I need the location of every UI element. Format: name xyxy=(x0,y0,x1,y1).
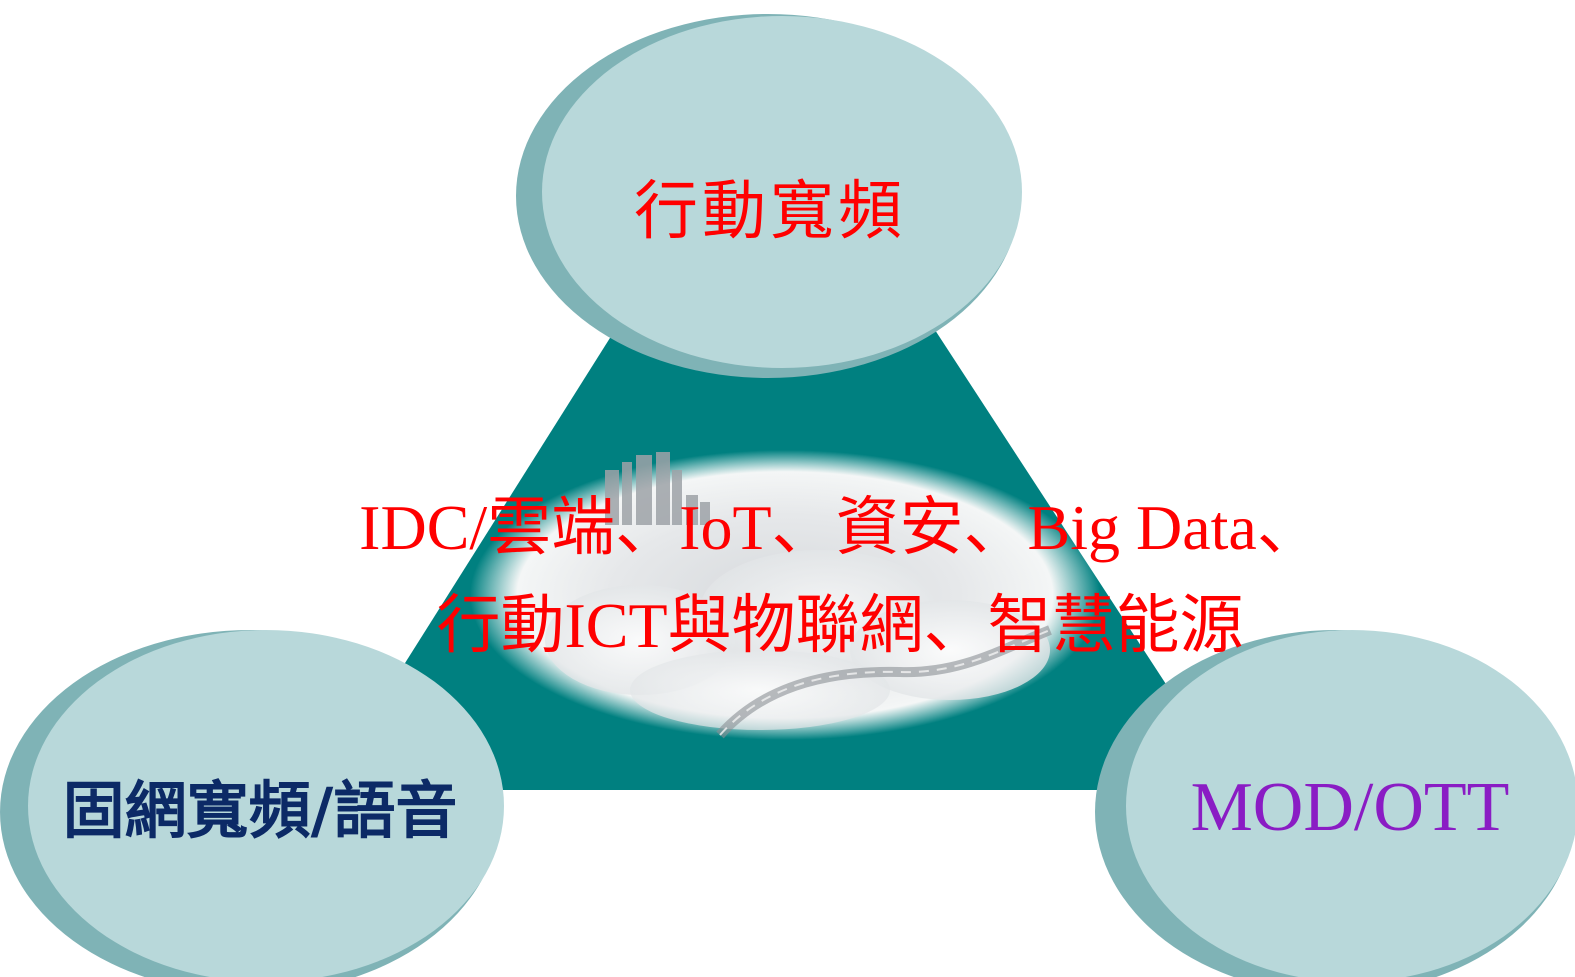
left-circle xyxy=(0,630,504,977)
top-circle xyxy=(516,14,1022,378)
top-node-label: 行動寬頻 xyxy=(634,175,906,249)
cloud-city-image xyxy=(470,450,1100,740)
center-label-line-2: 行動ICT與物聯網、智慧能源 xyxy=(436,590,1244,661)
right-node-label: MOD/OTT xyxy=(1190,769,1510,846)
center-label-line-1: IDC/雲端、IoT、資安、Big Data、 xyxy=(359,492,1321,563)
right-circle xyxy=(1095,630,1575,977)
left-node-label: 固網寬頻/語音 xyxy=(62,774,458,847)
